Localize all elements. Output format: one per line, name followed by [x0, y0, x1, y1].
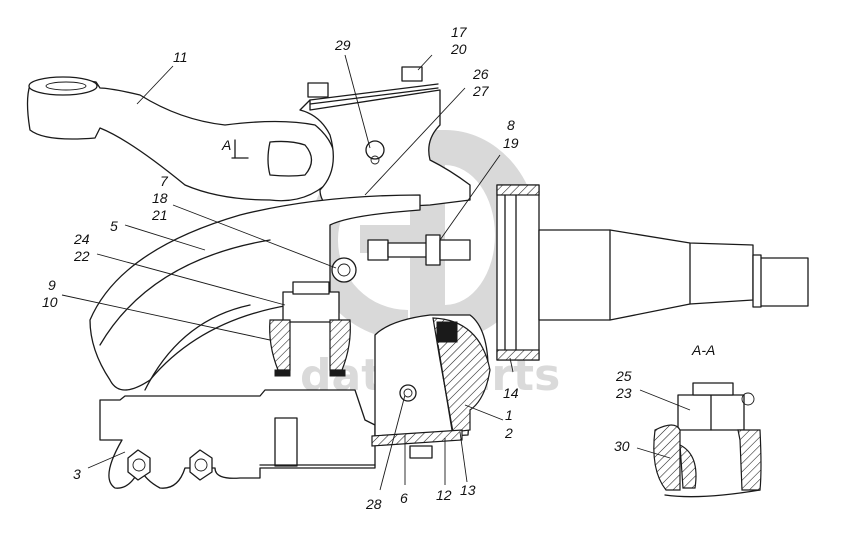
callout-6: 6: [400, 490, 408, 506]
callout-22: 22: [73, 248, 90, 264]
callout-2: 2: [504, 425, 513, 441]
callout-30: 30: [614, 438, 630, 454]
callout-24: 24: [73, 231, 90, 247]
section-mark-left: A: [221, 137, 231, 153]
callout-21: 21: [151, 207, 168, 223]
callout-26: 26: [472, 66, 489, 82]
callout-3: 3: [73, 466, 81, 482]
callout-17: 17: [451, 24, 468, 40]
callout-14: 14: [503, 385, 519, 401]
callout-5: 5: [110, 218, 118, 234]
callout-12: 12: [436, 487, 452, 503]
callout-9: 9: [48, 277, 56, 293]
tie-rod-end: [99, 281, 376, 489]
callout-1: 1: [505, 407, 513, 423]
callout-19: 19: [503, 135, 519, 151]
callout-11: 11: [173, 49, 188, 65]
spindle: [496, 184, 809, 361]
leader-lines: [61, 54, 691, 491]
callout-13: 13: [460, 482, 476, 498]
kingpin-section: [371, 314, 491, 459]
callout-27: 27: [472, 83, 490, 99]
callout-23: 23: [615, 385, 632, 401]
callout-labels: 11 29 17 20 26 27 8 19 7 18 21 5 24 22 9…: [42, 24, 715, 512]
knuckle-lower-arm: [89, 194, 471, 391]
callout-29: 29: [334, 37, 351, 53]
callout-8: 8: [507, 117, 515, 133]
callout-7: 7: [160, 173, 169, 189]
section-a-a-detail: [653, 382, 762, 498]
callout-25: 25: [615, 368, 632, 384]
callout-10: 10: [42, 294, 58, 310]
callout-20: 20: [450, 41, 467, 57]
knuckle-upper-housing: [299, 66, 471, 211]
callout-28: 28: [365, 496, 382, 512]
section-view-title: A-A: [691, 342, 715, 358]
callout-18: 18: [152, 190, 168, 206]
